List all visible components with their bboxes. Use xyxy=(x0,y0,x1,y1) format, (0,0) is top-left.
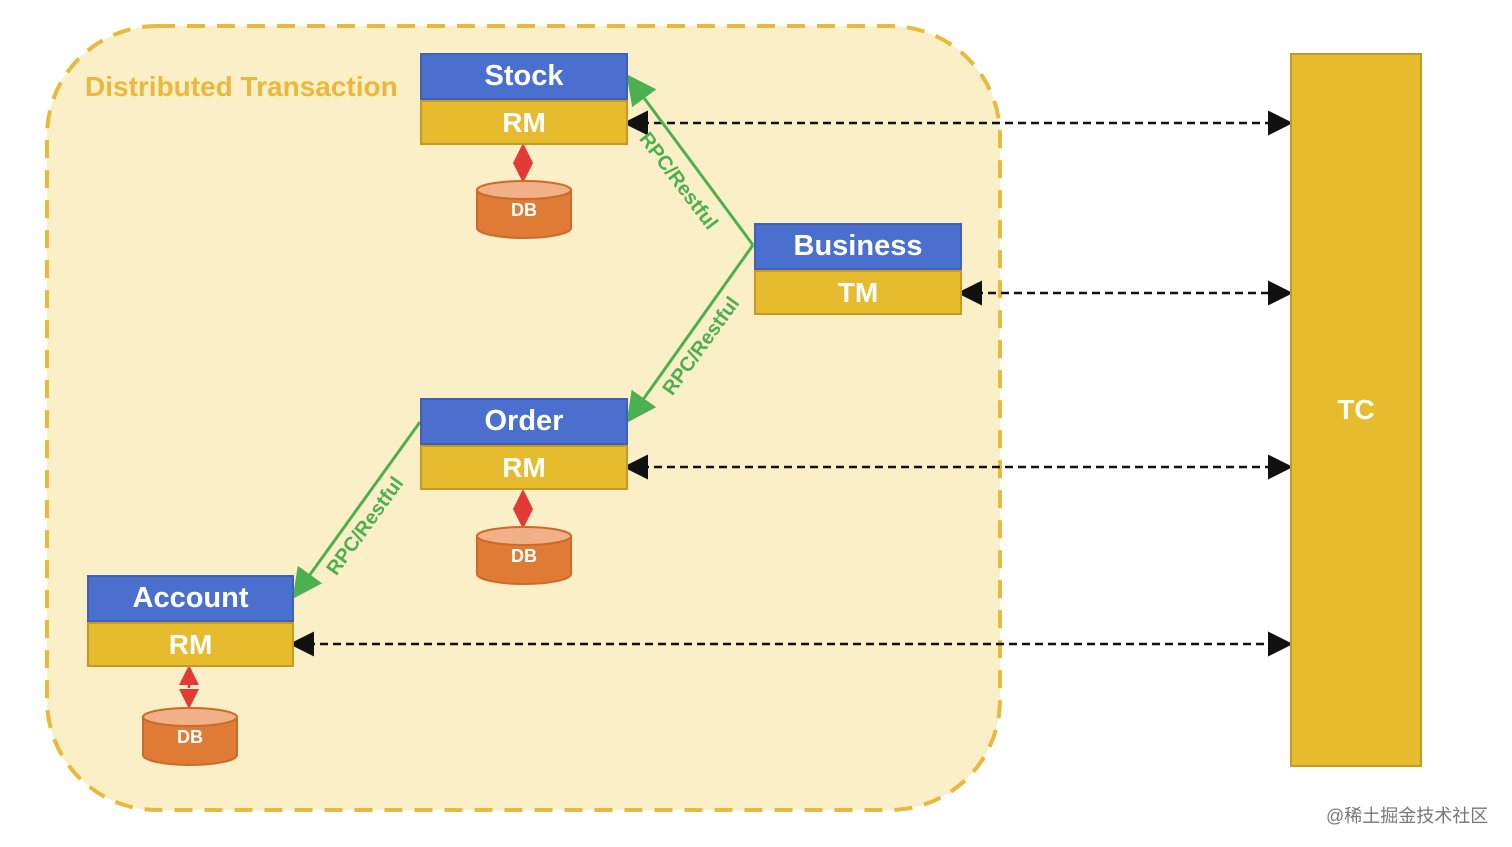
order-service: Order xyxy=(420,398,628,445)
order-db: DB xyxy=(475,526,573,588)
database-icon xyxy=(476,180,572,239)
tc-label: TC xyxy=(1337,394,1375,425)
transaction-coordinator: TC xyxy=(1290,53,1422,767)
account-rm: RM xyxy=(87,622,294,667)
db-label: DB xyxy=(177,727,203,747)
account-service: Account xyxy=(87,575,294,622)
business-to-order-rpc xyxy=(626,244,755,423)
order-to-account-rpc xyxy=(292,421,422,599)
order-rm: RM xyxy=(420,445,628,490)
db-label: DB xyxy=(511,546,537,566)
stock-db: DB xyxy=(475,180,573,242)
database-icon xyxy=(476,526,572,585)
account-db: DB xyxy=(141,707,239,769)
watermark: @稀土掘金技术社区 xyxy=(1326,806,1489,826)
business-tm: TM xyxy=(754,270,962,315)
stock-service: Stock xyxy=(420,53,628,100)
stock-rm: RM xyxy=(420,100,628,145)
region-title: Distributed Transaction xyxy=(85,71,398,102)
db-label: DB xyxy=(511,200,537,220)
database-icon xyxy=(142,707,238,766)
business-to-stock-rpc xyxy=(626,74,755,246)
business-service: Business xyxy=(754,223,962,270)
